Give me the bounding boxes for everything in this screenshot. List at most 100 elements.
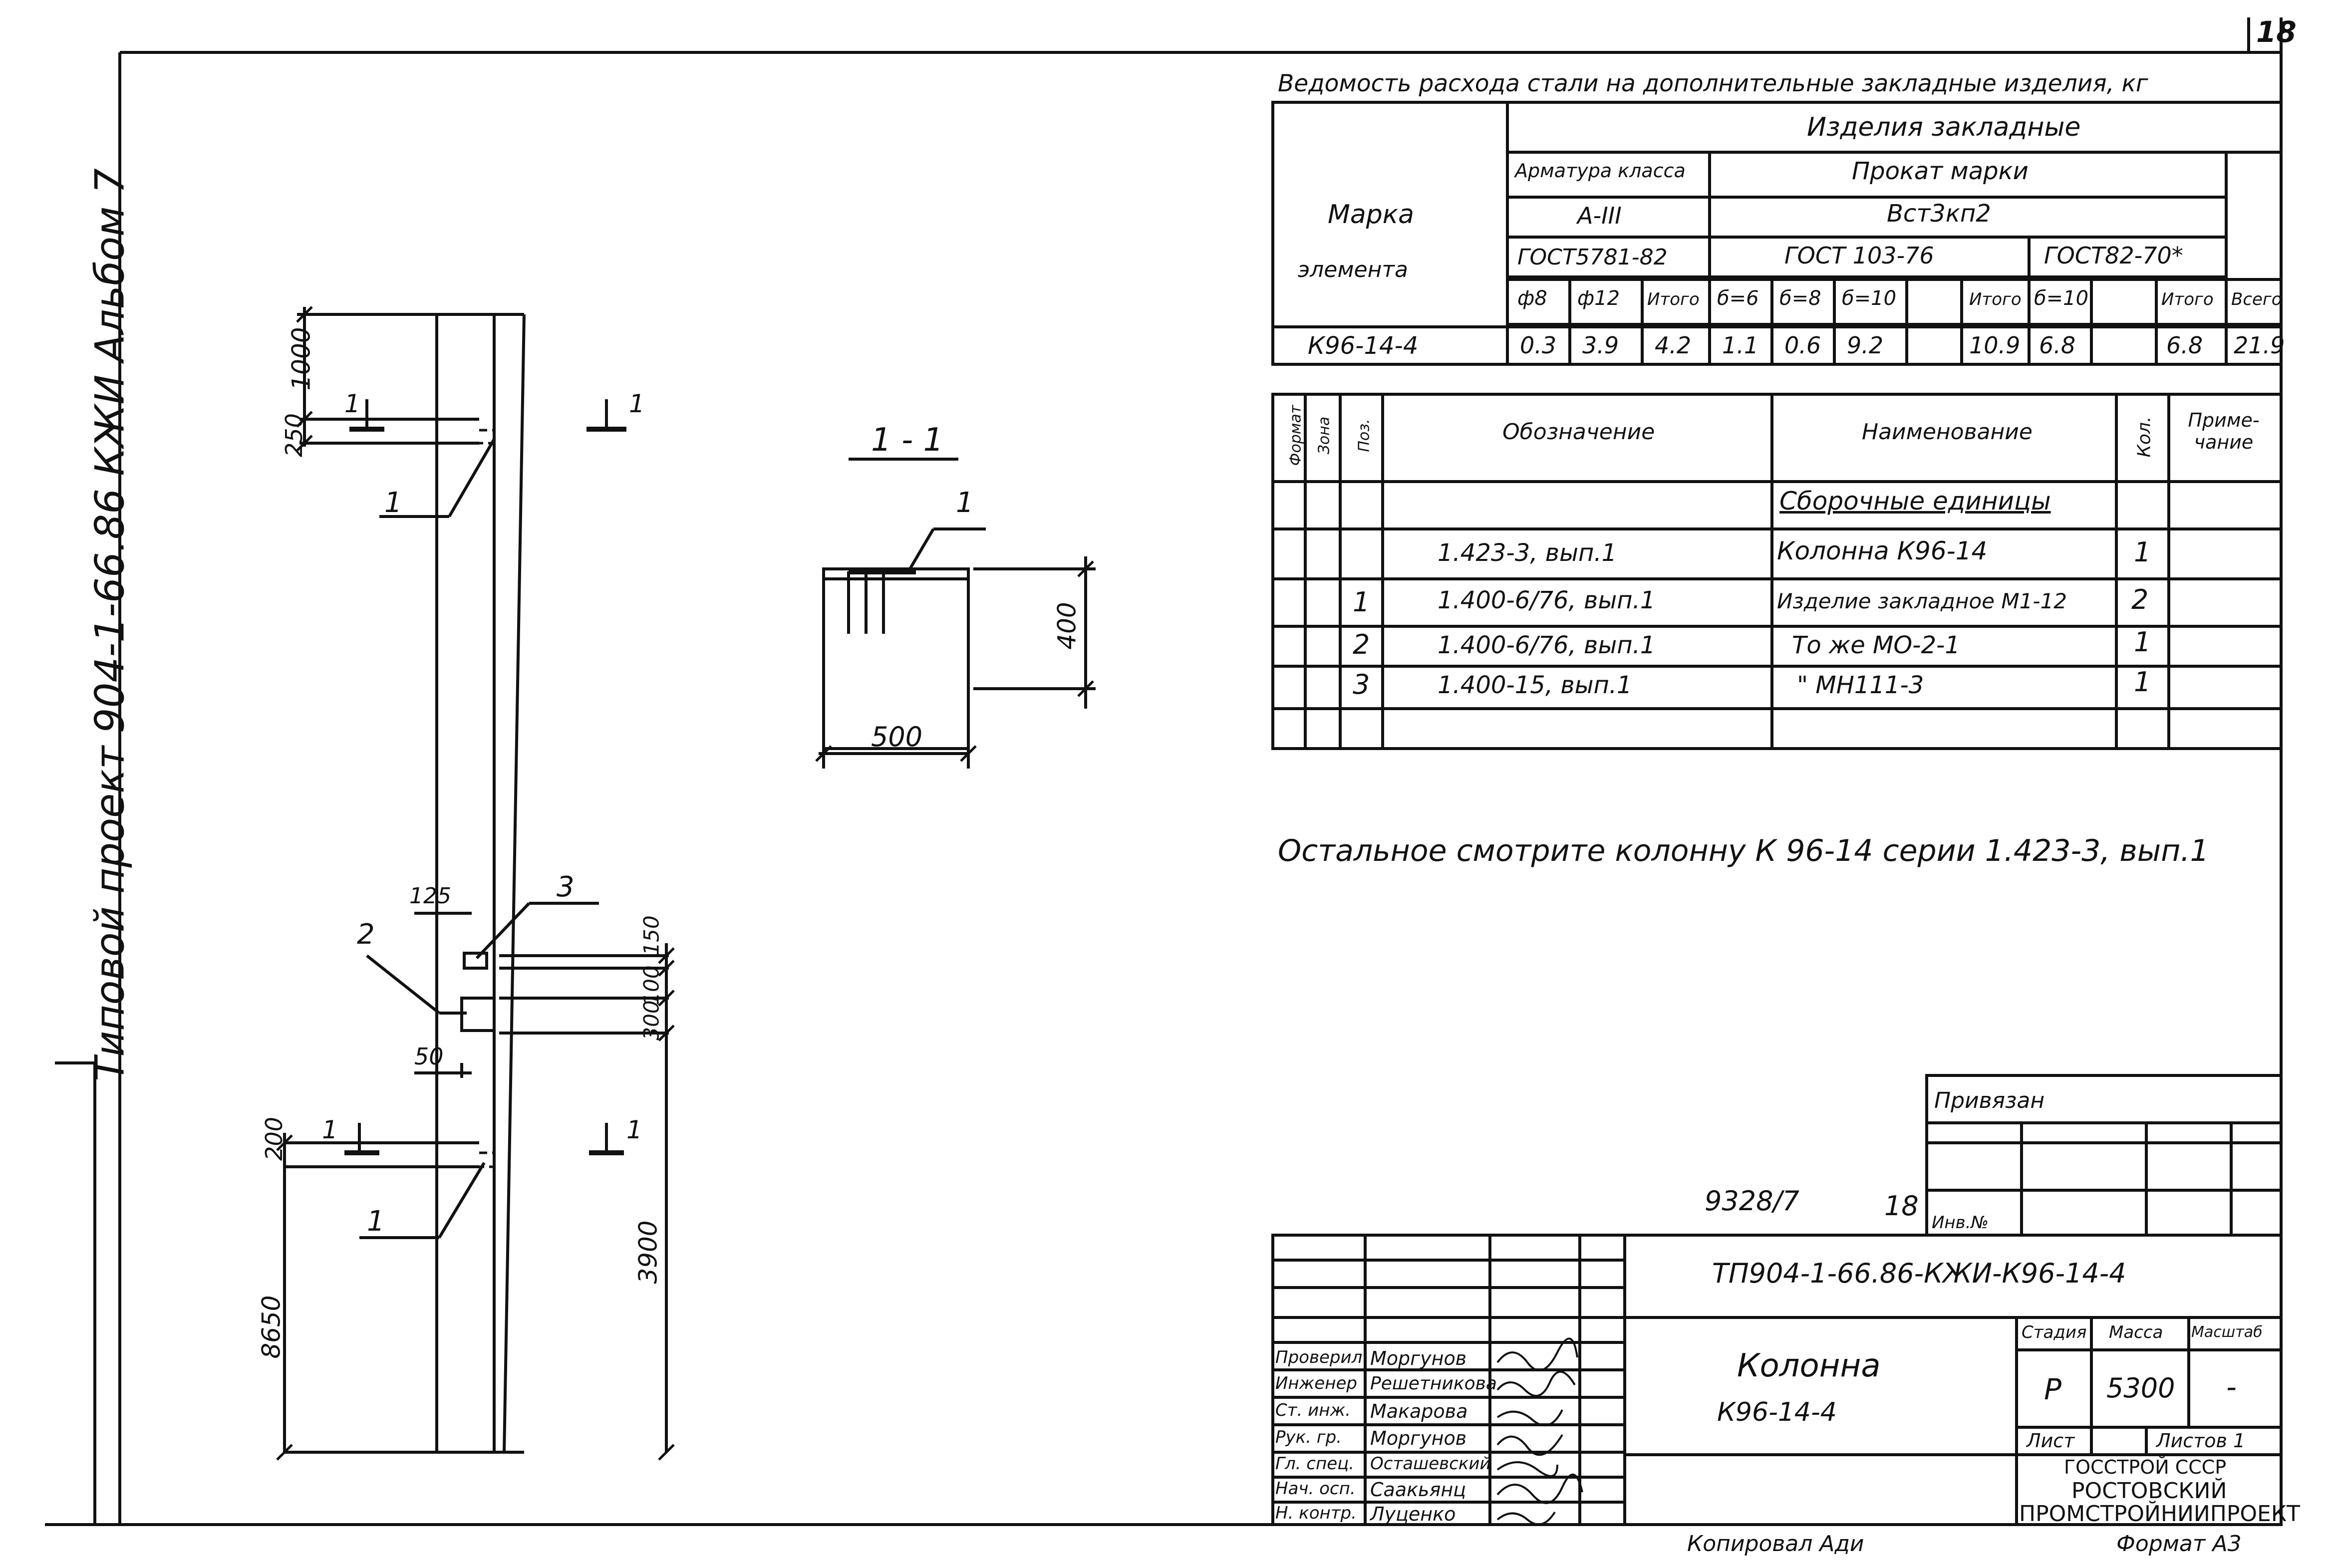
- inventory-sheet: 18: [1884, 1190, 1919, 1222]
- sheet-label: Лист: [2027, 1430, 2075, 1452]
- callout-2: 2: [357, 918, 375, 951]
- title-name-2: К96-14-4: [1717, 1397, 1837, 1427]
- spec-row-designation: 1.400-6/76, вып.1: [1438, 586, 1656, 614]
- spec-row-designation: 1.423-3, вып.1: [1438, 539, 1617, 567]
- signer-role: Нач. осп.: [1275, 1479, 1356, 1499]
- spec-h-designation: Обозначение: [1502, 419, 1655, 445]
- steel-col-header: б=10: [2034, 287, 2089, 310]
- signer-name: Решетникова: [1370, 1373, 1497, 1394]
- dim-1000: 1000: [287, 327, 316, 391]
- signer-role: Рук. гр.: [1275, 1427, 1342, 1447]
- steel-rebar-header: Арматура класса: [1515, 160, 1686, 182]
- signer-role: Проверил: [1275, 1347, 1363, 1367]
- tied-label: Привязан: [1934, 1088, 2045, 1113]
- steel-row-value: 4.2: [1655, 332, 1692, 359]
- signer-role: Н. контр.: [1275, 1503, 1357, 1523]
- spec-row-name: " МН111-3: [1797, 671, 1924, 699]
- cut-mark-top-right: 1: [629, 389, 645, 418]
- steel-rebar-class: А-III: [1577, 202, 1622, 229]
- dim-3900: 3900: [633, 1220, 663, 1284]
- dim-8650: 8650: [257, 1295, 286, 1359]
- dim-250: 250: [280, 413, 307, 457]
- signer-name: Осташевский: [1370, 1454, 1491, 1474]
- spec-h-qty: Кол.: [2134, 416, 2155, 458]
- steel-col-header: Итого: [1647, 289, 1700, 309]
- cut-mark-bottom-right: 1: [626, 1115, 642, 1144]
- org-line-1: ГОССТРОЙ СССР: [2064, 1456, 2227, 1478]
- spec-row-pos: 1: [1353, 586, 1370, 618]
- callout-1-top: 1: [384, 487, 402, 519]
- steel-col-header: Итого: [1969, 289, 2022, 309]
- spec-row-pos: 3: [1353, 669, 1370, 700]
- drawing-code: ТП904-1-66.86-КЖИ-К96-14-4: [1712, 1258, 2126, 1289]
- copied-by: Копировал Ади: [1687, 1531, 1864, 1557]
- org-line-3: ПРОМСТРОЙНИИПРОЕКТ: [2019, 1501, 2300, 1527]
- spec-row-designation: 1.400-15, вып.1: [1438, 671, 1632, 699]
- sheet-corner-number: 18: [2256, 15, 2297, 49]
- steel-gost-82: ГОСТ82-70*: [2044, 242, 2183, 269]
- steel-col-header: Всего: [2231, 289, 2282, 309]
- scale-value: -: [2226, 1370, 2237, 1404]
- spec-row-name: Колонна К96-14: [1777, 536, 1988, 565]
- section-dim-400: 400: [1052, 602, 1082, 650]
- steel-rolled-grade: Вст3кп2: [1887, 200, 1991, 228]
- spec-row-qty: 2: [2131, 584, 2149, 615]
- callout-3: 3: [557, 871, 575, 903]
- section-label: 1 - 1: [871, 422, 944, 459]
- signer-name: Макарова: [1370, 1400, 1468, 1422]
- spec-h-format: Формат: [1287, 405, 1305, 466]
- signer-role: Ст. инж.: [1275, 1400, 1351, 1420]
- dim-50: 50: [414, 1043, 444, 1070]
- spec-section-title: Сборочные единицы: [1779, 487, 2051, 516]
- steel-row-value: 6.8: [2039, 332, 2076, 359]
- dim-150: 150: [639, 915, 664, 956]
- spec-row-pos: 2: [1353, 629, 1370, 660]
- general-note: Остальное смотрите колонну К 96-14 серии…: [1278, 833, 2209, 868]
- steel-mark-header-2: элемента: [1298, 257, 1408, 282]
- format-label: Формат А3: [2116, 1531, 2242, 1557]
- stage-label: Стадия: [2022, 1322, 2087, 1342]
- spec-row-designation: 1.400-6/76, вып.1: [1438, 631, 1656, 659]
- org-line-2: РОСТОВСКИЙ: [2071, 1478, 2227, 1504]
- steel-col-header: ф12: [1577, 287, 1620, 310]
- steel-col-header: б=6: [1717, 287, 1759, 310]
- steel-gost-103: ГОСТ 103-76: [1784, 242, 1934, 269]
- steel-col-header: б=8: [1779, 287, 1821, 310]
- title-name-1: Колонна: [1737, 1347, 1881, 1384]
- steel-rolled-header: Прокат марки: [1852, 157, 2029, 185]
- stage-value: Р: [2044, 1372, 2061, 1406]
- signer-name: Саакьянц: [1370, 1479, 1466, 1501]
- section-dim-500: 500: [871, 721, 923, 753]
- dim-100: 100: [639, 965, 664, 1006]
- steel-col-header: Итого: [2161, 289, 2214, 309]
- spec-row-qty: 1: [2134, 536, 2151, 568]
- steel-row-value: 0.6: [1784, 332, 1821, 359]
- spec-h-name: Наименование: [1862, 419, 2033, 445]
- steel-table-title: Ведомость расхода стали на дополнительны…: [1278, 70, 2148, 97]
- dim-200: 200: [260, 1117, 288, 1161]
- cut-mark-bottom-left: 1: [322, 1115, 338, 1144]
- side-title: Типовой проект 904-1-66.86 КЖИ Альбом 7: [86, 168, 133, 1081]
- sheets-label: Листов 1: [2156, 1430, 2246, 1452]
- section-callout-1: 1: [956, 487, 974, 519]
- signer-name: Моргунов: [1370, 1347, 1467, 1369]
- dim-125: 125: [409, 883, 451, 909]
- signer-role: Гл. спец.: [1275, 1454, 1355, 1474]
- steel-mark-header-1: Марка: [1328, 200, 1415, 230]
- signer-name: Луценко: [1370, 1503, 1456, 1525]
- inventory-number: 9328/7: [1705, 1185, 1799, 1217]
- steel-row-value: 3.9: [1582, 332, 1619, 359]
- spec-h-zone: Зона: [1315, 416, 1333, 455]
- steel-col-header: б=10: [1842, 287, 1897, 310]
- steel-col-header: ф8: [1517, 287, 1547, 310]
- spec-row-qty: 1: [2134, 626, 2151, 658]
- steel-row-value: 10.9: [1969, 332, 2021, 359]
- steel-row-value: 0.3: [1520, 332, 1557, 359]
- scale-label: Масштаб: [2191, 1323, 2263, 1341]
- steel-rebar-gost: ГОСТ5781-82: [1517, 245, 1668, 270]
- tied-inv-label: Инв.№: [1932, 1213, 1989, 1233]
- spec-row-qty: 1: [2134, 666, 2151, 698]
- steel-row-total: 21.9: [2234, 332, 2285, 359]
- steel-group-header: Изделия закладные: [1807, 112, 2081, 142]
